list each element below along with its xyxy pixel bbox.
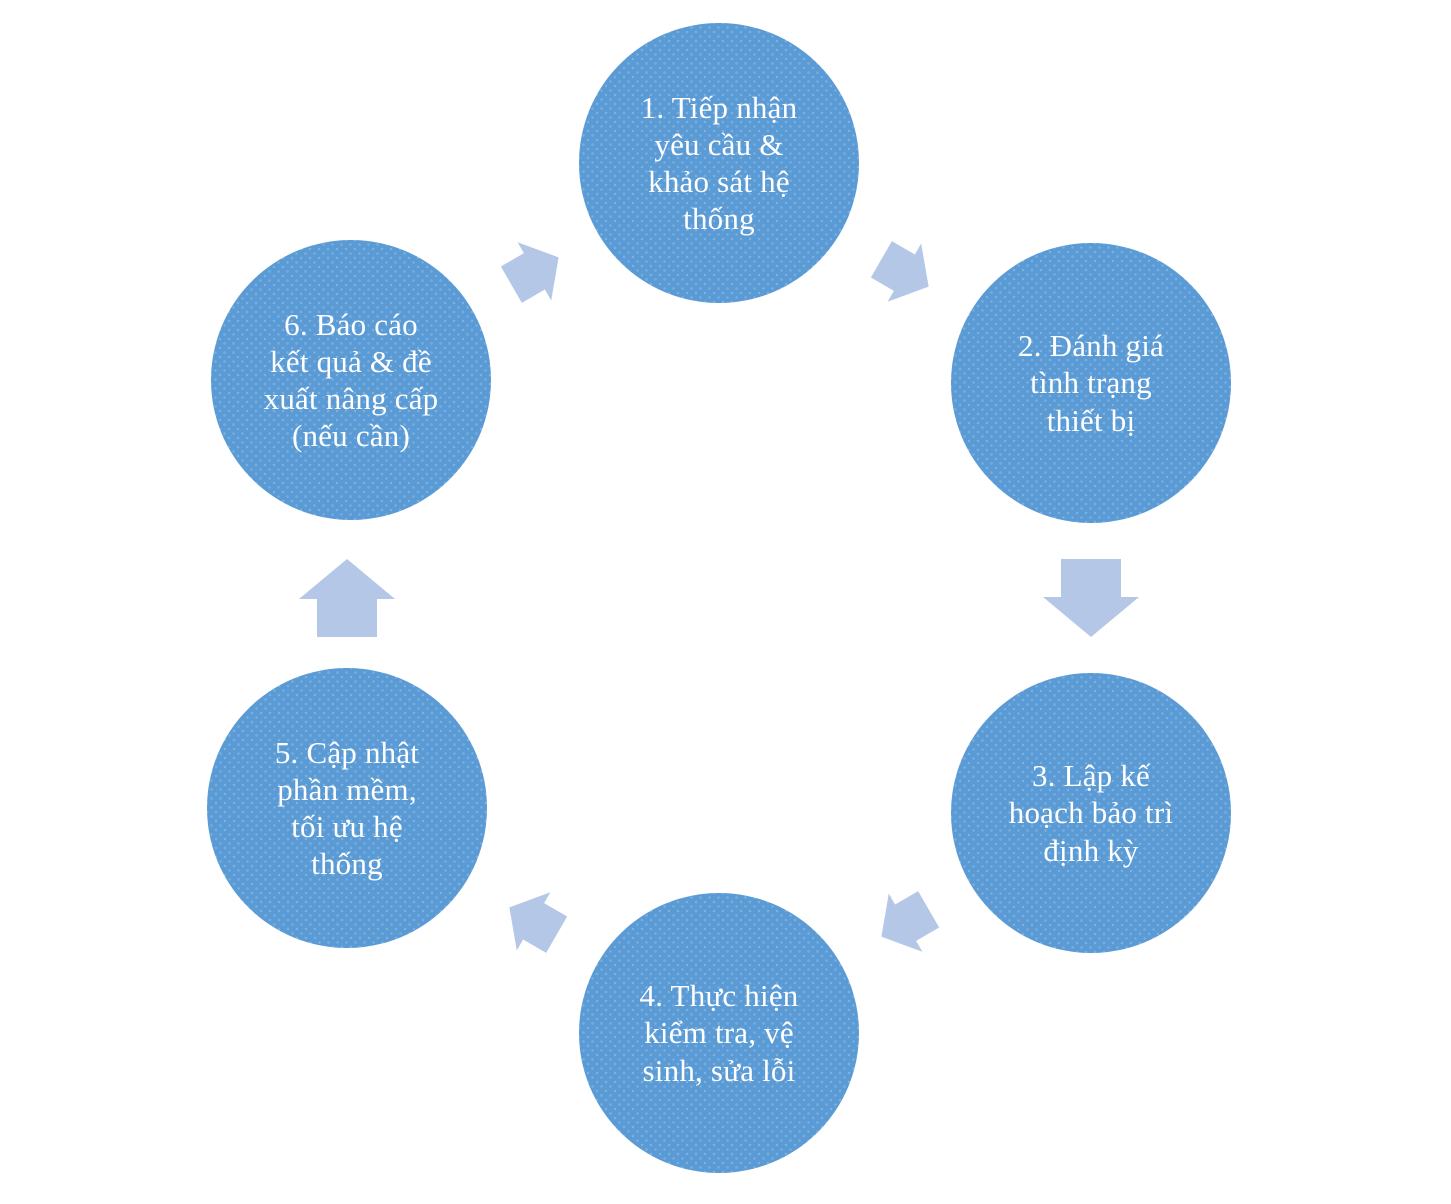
cycle-step-5-label: 5. Cập nhật phần mềm, tối ưu hệ thống (274, 734, 420, 882)
arrow-step2-to-step3-icon (1043, 559, 1139, 637)
cycle-step-3-label: 3. Lập kế hoạch bảo trì định kỳ (1008, 758, 1174, 868)
cycle-step-1-label: 1. Tiếp nhận yêu cầu & khảo sát hệ thống (640, 89, 798, 237)
cycle-step-2: 2. Đánh giá tình trạng thiết bị (951, 243, 1231, 523)
cycle-step-5: 5. Cập nhật phần mềm, tối ưu hệ thống (207, 668, 487, 948)
arrow-step1-to-step2-icon (870, 241, 929, 302)
cycle-step-4: 4. Thực hiện kiểm tra, vệ sinh, sửa lỗi (579, 893, 859, 1173)
cycle-step-2-label: 2. Đánh giá tình trạng thiết bị (1018, 328, 1164, 438)
cycle-step-4-label: 4. Thực hiện kiểm tra, vệ sinh, sửa lỗi (639, 978, 799, 1088)
arrow-step6-to-step1-icon (500, 242, 559, 303)
cycle-step-6-label: 6. Báo cáo kết quả & đề xuất nâng cấp (n… (263, 306, 439, 454)
cycle-step-3: 3. Lập kế hoạch bảo trì định kỳ (951, 673, 1231, 953)
arrow-step4-to-step5-icon (509, 892, 568, 953)
arrow-step5-to-step6-icon (299, 559, 395, 637)
cycle-step-1: 1. Tiếp nhận yêu cầu & khảo sát hệ thống (579, 23, 859, 303)
arrow-step3-to-step4-icon (881, 891, 940, 952)
cycle-step-6: 6. Báo cáo kết quả & đề xuất nâng cấp (n… (211, 240, 491, 520)
